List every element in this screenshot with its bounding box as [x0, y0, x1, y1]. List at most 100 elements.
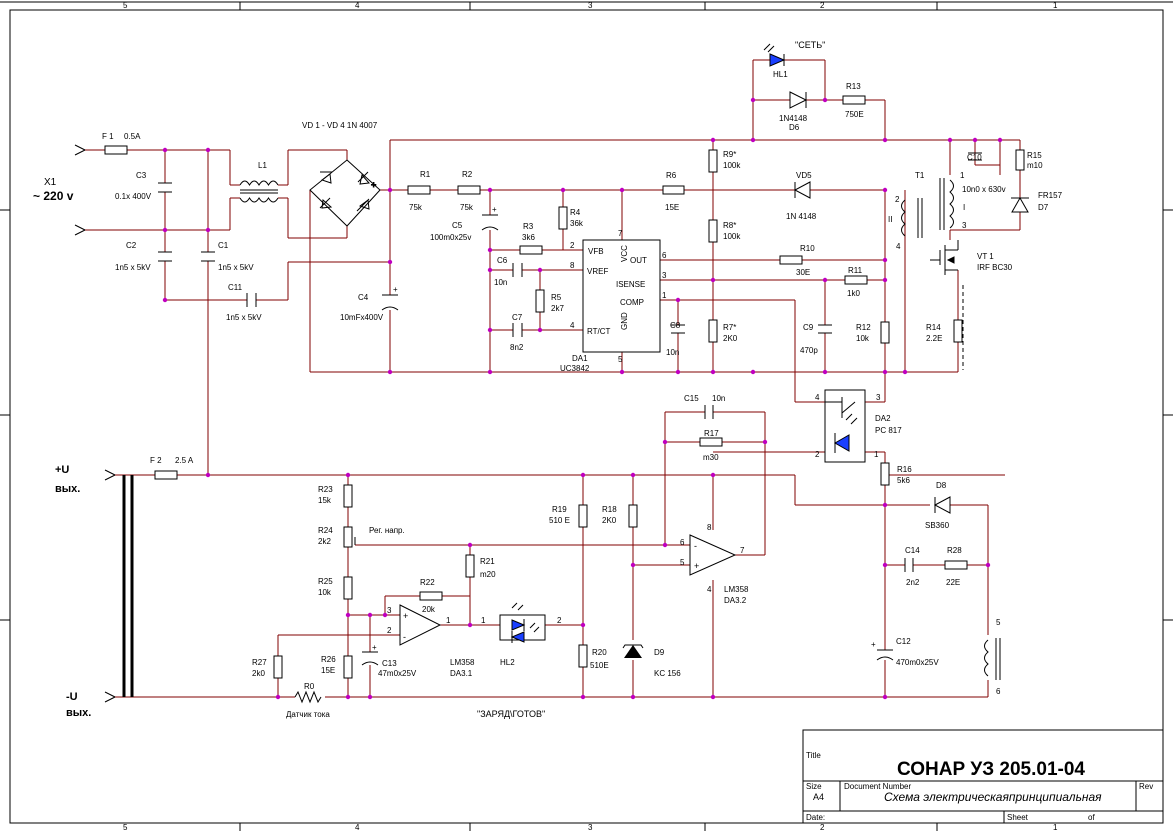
c10-val: 10n0 x 630v: [962, 185, 1006, 194]
r8-ref: R8*: [723, 221, 736, 230]
t1-pin-5: 5: [996, 618, 1001, 627]
r1-val: 75k: [409, 203, 423, 212]
d6-val: 1N4148: [779, 114, 808, 123]
choke-l1: [239, 180, 279, 203]
da31-ref: DA3.1: [450, 669, 473, 678]
zener-d9: [622, 644, 644, 658]
labels: X1 ~ 220 v +U вых. -U вых. F 1 0.5A F 2 …: [33, 40, 1063, 719]
r6-val: 15E: [665, 203, 679, 212]
capacitor-c10: [968, 152, 982, 161]
diode-bridge-vd1-vd4: +: [309, 159, 381, 227]
da31-pin-2: 2: [387, 626, 392, 635]
da1-pinnum-5: 5: [618, 355, 623, 364]
output-minus-sub: вых.: [66, 707, 91, 719]
hl1-name: "СЕТЬ": [795, 40, 825, 50]
da32-ref: DA3.2: [724, 596, 747, 605]
zone-bottom-2: 2: [820, 823, 825, 831]
d8-ref: D8: [936, 481, 947, 490]
r24-function: Рег. напр.: [369, 526, 405, 535]
resistor-r17: [699, 437, 723, 447]
vt1-val: IRF BC30: [977, 263, 1013, 272]
c11-ref: C11: [228, 283, 243, 292]
opamp-da32: [689, 534, 737, 576]
l1-ref: L1: [258, 161, 267, 170]
size-caption: Size: [806, 782, 822, 791]
c2-val: 1n5 x 5kV: [115, 263, 151, 272]
resistor-r8: [708, 219, 718, 243]
da1-pin-gnd: GND: [620, 312, 629, 330]
r4-val: 36k: [570, 219, 584, 228]
hl1-ref: HL1: [773, 70, 788, 79]
da1-pin-vfb: VFB: [588, 247, 604, 256]
of-caption: of: [1088, 813, 1095, 822]
capacitor-c3: [158, 182, 172, 193]
da2-pin-3: 3: [876, 393, 881, 402]
c6-val: 10n: [494, 278, 507, 287]
r15-val: m10: [1027, 161, 1043, 170]
c12-val: 470m0x25V: [896, 658, 939, 667]
da2-ref: DA2: [875, 414, 891, 423]
r17-ref: R17: [704, 429, 719, 438]
resistor-r10: [779, 255, 803, 265]
vd5-val: 1N 4148: [786, 212, 817, 221]
title-caption: Title: [806, 751, 821, 760]
d8-val: SB360: [925, 521, 950, 530]
da1-pinnum-8: 8: [570, 261, 575, 270]
vt1-ref: VT 1: [977, 252, 994, 261]
diode-d6: [789, 91, 808, 109]
zone-bottom-1: 1: [1053, 823, 1058, 831]
f1-ref: F 1: [102, 132, 114, 141]
c8-ref: C8: [670, 321, 681, 330]
resistor-r16: [880, 462, 890, 486]
t1-pin-2: 2: [895, 195, 900, 204]
svg-text:+: +: [492, 205, 497, 214]
resistor-r3: [519, 245, 543, 255]
c6-ref: C6: [497, 256, 508, 265]
da1-pin-comp: COMP: [620, 298, 644, 307]
vd5-ref: VD5: [796, 171, 812, 180]
da32-pin-5: 5: [680, 558, 685, 567]
resistor-r0-shunt: [294, 690, 322, 704]
r3-val: 3k6: [522, 233, 535, 242]
components: + + +: [74, 43, 1029, 704]
drawing-title: СОНАР УЗ 205.01-04: [897, 759, 1085, 780]
capacitor-c9: [818, 324, 832, 334]
c9-ref: C9: [803, 323, 814, 332]
date-caption: Date:: [806, 813, 825, 822]
da2-pin-1: 1: [874, 450, 879, 459]
r12-ref: R12: [856, 323, 871, 332]
t1-pin-3: 3: [962, 221, 967, 230]
r23-ref: R23: [318, 485, 333, 494]
r1-ref: R1: [420, 170, 431, 179]
r27-ref: R27: [252, 658, 267, 667]
r18-ref: R18: [602, 505, 617, 514]
r9-val: 100k: [723, 161, 741, 170]
capacitor-c7: [512, 323, 523, 337]
c5-ref: C5: [452, 221, 463, 230]
da1-pinnum-3: 3: [662, 271, 667, 280]
t1-winding-ii: II: [888, 215, 892, 224]
da2-val: PC 817: [875, 426, 902, 435]
title-block: Title СОНАР УЗ 205.01-04 Size A4 Documen…: [802, 729, 1164, 824]
capacitor-c11: [246, 293, 257, 307]
r8-val: 100k: [723, 232, 741, 241]
resistor-r25: [343, 576, 353, 600]
resistor-r22: [419, 591, 443, 601]
r27-val: 2k0: [252, 669, 265, 678]
output-minus-label: -U: [66, 691, 78, 703]
resistor-r23: [343, 484, 353, 508]
hl2-function: "ЗАРЯД\ГОТОВ": [477, 709, 545, 719]
wires: [85, 59, 1021, 698]
bridge-label: VD 1 - VD 4 1N 4007: [302, 121, 378, 130]
d9-ref: D9: [654, 648, 665, 657]
r11-ref: R11: [848, 266, 863, 275]
zone-bottom-5: 5: [123, 823, 128, 831]
r16-val: 5k6: [897, 476, 910, 485]
capacitor-c12: +: [871, 640, 894, 661]
r11-val: 1k0: [847, 289, 860, 298]
c2-ref: C2: [126, 241, 137, 250]
r20-val: 510E: [590, 661, 609, 670]
r28-ref: R28: [947, 546, 962, 555]
